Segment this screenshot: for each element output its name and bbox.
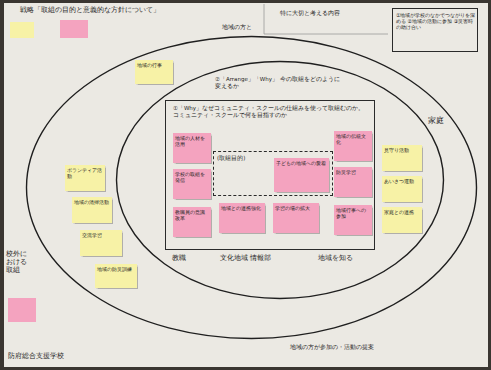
ruled-line (264, 4, 265, 34)
note-text: 子どもの地域への愛着 (276, 160, 327, 166)
poster-title: 戦略「取組の目的と意義的な方針について」 (20, 6, 240, 14)
sticky-note: 防災学習 (334, 167, 372, 197)
marker-label: 教職 (172, 254, 192, 262)
note-text: 地域行事への参加 (336, 207, 370, 219)
note-text: 防災学習 (336, 169, 370, 175)
sticky-note: 地域の人材を活用 (173, 133, 211, 163)
node-text: ①「Why」なぜコミュニティ・スクールの仕組みを使って取組むのか。 コミュニティ… (173, 105, 369, 118)
poster-sheet (4, 3, 488, 367)
sticky-note: 学校の取組を発信 (173, 169, 211, 199)
sticky-note: 地域の伝統文化 (334, 131, 372, 161)
sticky-note: 子どもの地域への愛着 (274, 158, 329, 192)
marker-label: 特に大切と考える内容 (280, 10, 380, 17)
note-text: 教職員の意識改革 (175, 209, 209, 221)
marker-label: 校外における取組 (6, 250, 30, 274)
note-text: 地域の行事 (137, 62, 171, 68)
node-text: 家庭 (428, 116, 454, 126)
sticky-note: 地域の行事 (135, 60, 173, 84)
marker-label: 地域の方が参加の・活動の提案 (290, 344, 390, 351)
sticky-note: 学習の場の拡大 (273, 203, 319, 233)
ring-ellipse (27, 37, 477, 339)
note-text: 家庭との連携 (384, 209, 420, 215)
ring-ellipse (117, 62, 444, 299)
sticky-note: 地域との連携強化 (219, 203, 265, 233)
sticky-note: ボランティア活動 (65, 165, 105, 191)
ruled-line (264, 34, 388, 35)
sticky-note: 地域行事への参加 (334, 205, 372, 235)
sticky-note: 交流学習 (80, 230, 122, 256)
summary-box: ①地域が学校のなかでつながりを深める ②地域の活動に参加 ③災害時の助け合い (392, 8, 478, 52)
sticky-note: 見守り活動 (382, 145, 422, 171)
marker-label: 文化地域 情報部 (220, 254, 290, 262)
inner-box: 子どもの地域への愛着 (取組目的) 地域の人材を活用学校の取組を発信教職員の意識改革… (165, 100, 375, 250)
outer-ring: 子どもの地域への愛着 (取組目的) 地域の人材を活用学校の取組を発信教職員の意識改革… (25, 35, 478, 340)
purpose-box: 子どもの地域への愛着 (取組目的) (213, 151, 333, 196)
node-text: (取組目的) (217, 155, 267, 162)
middle-ring: 子どもの地域への愛着 (取組目的) 地域の人材を活用学校の取組を発信教職員の意識改革… (115, 60, 445, 300)
marker-label: 地域を知る (318, 254, 363, 262)
sticky-note: 教職員の意識改革 (173, 207, 211, 237)
blank-sticky-note (8, 298, 36, 322)
note-text: 地域の防災訓練 (97, 266, 135, 272)
note-text: 交流学習 (82, 232, 120, 238)
sticky-note: 地域の清掃活動 (72, 197, 112, 223)
note-text: 学習の場の拡大 (275, 205, 317, 211)
note-text: 見守り活動 (384, 147, 420, 153)
note-text: 地域の清掃活動 (74, 199, 110, 205)
sticky-note: あいさつ運動 (382, 176, 422, 202)
note-text: 地域の人材を活用 (175, 135, 209, 147)
note-text: ボランティア活動 (67, 167, 103, 179)
note-text: あいさつ運動 (384, 178, 420, 184)
marker-label: 防府総合支援学校 (8, 352, 88, 360)
sticky-note: 家庭との連携 (382, 207, 422, 233)
note-text: 地域の伝統文化 (336, 133, 370, 145)
sticky-note: 地域の防災訓練 (95, 264, 137, 288)
note-text: 学校の取組を発信 (175, 171, 209, 183)
node-text: ②「Arrange」「Why」 今の取組をどのように変えるか (215, 76, 345, 89)
note-text: 地域との連携強化 (221, 205, 263, 211)
node-text: ①地域が学校のなかでつながりを深める ②地域の活動に参加 ③災害時の助け合い (396, 12, 476, 30)
blank-sticky-note (60, 20, 88, 38)
blank-sticky-note (10, 22, 34, 38)
marker-label: 地域の方と (222, 24, 262, 31)
